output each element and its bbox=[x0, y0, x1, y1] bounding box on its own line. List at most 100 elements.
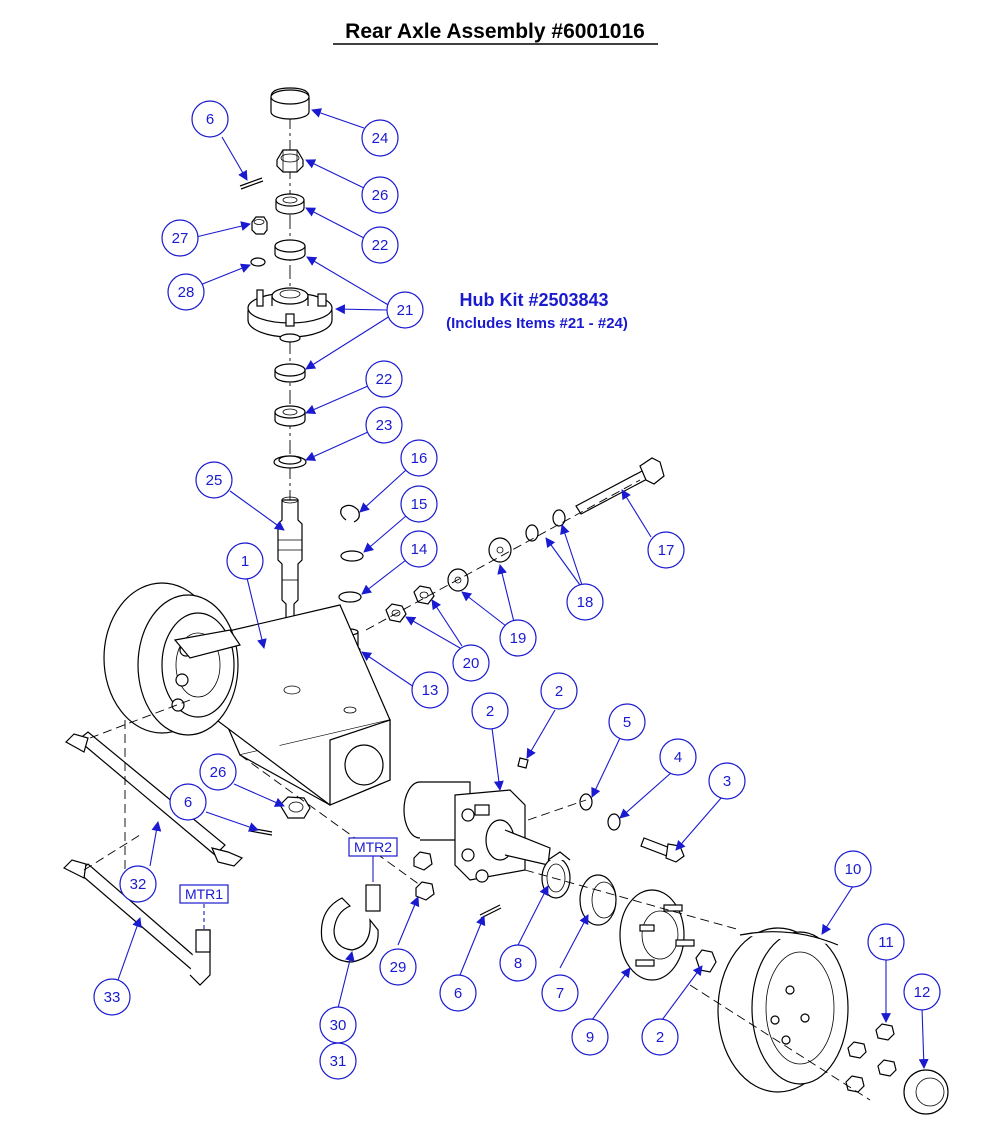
balloon-25: 25 bbox=[195, 461, 233, 499]
svg-text:MTR1: MTR1 bbox=[185, 886, 223, 902]
balloon-6-top: 6 bbox=[191, 100, 229, 138]
svg-text:25: 25 bbox=[206, 472, 223, 489]
castle-nut-top-part bbox=[276, 149, 304, 173]
tag-mtr2: MTR2 bbox=[348, 837, 398, 857]
jam-nuts-part bbox=[385, 585, 435, 623]
collar-part bbox=[579, 874, 617, 926]
balloon-19: 19 bbox=[499, 619, 537, 657]
svg-text:12: 12 bbox=[914, 984, 931, 1001]
balloon-9: 9 bbox=[571, 1018, 609, 1056]
snap-ring-part bbox=[340, 504, 360, 523]
bearing-race-bottom-part bbox=[274, 363, 306, 383]
balloon-7: 7 bbox=[541, 974, 579, 1012]
svg-text:24: 24 bbox=[372, 130, 389, 147]
grease-seal-part bbox=[273, 455, 307, 469]
svg-text:26: 26 bbox=[372, 187, 389, 204]
balloon-2-motor: 2 bbox=[471, 692, 509, 730]
dust-cap-part bbox=[270, 87, 310, 120]
svg-text:8: 8 bbox=[514, 955, 522, 972]
svg-text:6: 6 bbox=[184, 794, 192, 811]
svg-text:28: 28 bbox=[178, 284, 195, 301]
balloon-10: 10 bbox=[834, 850, 872, 888]
left-wheel-part bbox=[103, 582, 241, 736]
lock-washer-b-part bbox=[552, 509, 566, 527]
svg-text:7: 7 bbox=[556, 985, 564, 1002]
balloon-5: 5 bbox=[608, 703, 646, 741]
hose-elbow-part bbox=[320, 884, 381, 963]
balloon-21: 21 bbox=[386, 291, 424, 329]
balloon-6-bottom: 6 bbox=[439, 974, 477, 1012]
balloon-26-mid: 26 bbox=[199, 753, 237, 791]
balloon-2-castle-nut: 2 bbox=[641, 1018, 679, 1056]
balloon-22-top: 22 bbox=[361, 226, 399, 264]
balloon-22-bottom: 22 bbox=[365, 360, 403, 398]
cotter-pin-top-part bbox=[239, 177, 264, 190]
cotter-pin-mid-part bbox=[249, 827, 273, 836]
svg-text:33: 33 bbox=[104, 989, 121, 1006]
balloon-26-top: 26 bbox=[361, 176, 399, 214]
balloon-14: 14 bbox=[400, 530, 438, 568]
tag-mtr1: MTR1 bbox=[179, 884, 229, 904]
washer-small-part bbox=[250, 257, 266, 267]
parts-drawing bbox=[62, 87, 949, 1115]
wheel-cap-part bbox=[903, 1069, 949, 1115]
svg-text:29: 29 bbox=[390, 959, 407, 976]
svg-text:2: 2 bbox=[486, 703, 494, 720]
lock-washer-part bbox=[579, 793, 593, 811]
svg-text:17: 17 bbox=[658, 542, 675, 559]
svg-text:10: 10 bbox=[845, 861, 862, 878]
cotter-pin-bottom-part bbox=[479, 904, 502, 919]
callouts bbox=[117, 108, 929, 1069]
shaft-key-part bbox=[517, 757, 529, 769]
svg-text:4: 4 bbox=[674, 749, 682, 766]
balloon-16: 16 bbox=[400, 439, 438, 477]
svg-text:20: 20 bbox=[463, 655, 480, 672]
svg-text:19: 19 bbox=[510, 630, 527, 647]
hub-kit-subtitle: (Includes Items #21 - #24) bbox=[446, 315, 628, 332]
balloon-18: 18 bbox=[566, 583, 604, 621]
balloon-12: 12 bbox=[903, 973, 941, 1011]
balloon-28: 28 bbox=[167, 273, 205, 311]
shim-washer-part bbox=[338, 591, 362, 603]
svg-text:15: 15 bbox=[411, 496, 428, 513]
bearing-bottom-part bbox=[274, 405, 306, 427]
lug-nut-small-part bbox=[251, 216, 268, 235]
lock-washer-a-part bbox=[525, 524, 539, 542]
flat-washer-part bbox=[607, 813, 621, 831]
hub-part bbox=[247, 287, 333, 343]
svg-text:13: 13 bbox=[422, 682, 439, 699]
balloon-17: 17 bbox=[647, 531, 685, 569]
thrust-washer-part bbox=[340, 550, 364, 562]
svg-text:31: 31 bbox=[330, 1053, 347, 1070]
hydraulic-hose-upper-part bbox=[65, 731, 244, 867]
svg-text:14: 14 bbox=[411, 541, 428, 558]
balloon-13: 13 bbox=[411, 671, 449, 709]
svg-text:18: 18 bbox=[577, 594, 594, 611]
svg-text:22: 22 bbox=[372, 237, 389, 254]
svg-text:32: 32 bbox=[130, 876, 147, 893]
svg-text:2: 2 bbox=[555, 683, 563, 700]
balloon-30: 30 bbox=[319, 1006, 357, 1044]
svg-text:11: 11 bbox=[878, 934, 894, 951]
castle-nut-mid-part bbox=[279, 796, 311, 819]
balloon-1: 1 bbox=[226, 542, 264, 580]
page-title: Rear Axle Assembly #6001016 bbox=[345, 20, 645, 43]
svg-text:16: 16 bbox=[411, 450, 428, 467]
balloon-11: 11 bbox=[867, 923, 905, 961]
svg-text:6: 6 bbox=[206, 111, 214, 128]
balloon-3: 3 bbox=[708, 762, 746, 800]
balloon-4: 4 bbox=[659, 738, 697, 776]
balloon-group: 6 24 26 22 27 28 21 22 23 25 16 15 1 14 … bbox=[93, 100, 941, 1080]
svg-text:9: 9 bbox=[586, 1029, 594, 1046]
svg-text:5: 5 bbox=[623, 714, 631, 731]
balloon-6-mid: 6 bbox=[169, 783, 207, 821]
svg-text:23: 23 bbox=[376, 417, 393, 434]
svg-text:21: 21 bbox=[397, 302, 414, 319]
svg-text:1: 1 bbox=[241, 553, 249, 570]
balloon-8: 8 bbox=[499, 944, 537, 982]
balloon-27: 27 bbox=[161, 219, 199, 257]
svg-text:2: 2 bbox=[656, 1029, 664, 1046]
bearing-race-top-part bbox=[274, 239, 306, 261]
balloon-33: 33 bbox=[93, 978, 131, 1016]
